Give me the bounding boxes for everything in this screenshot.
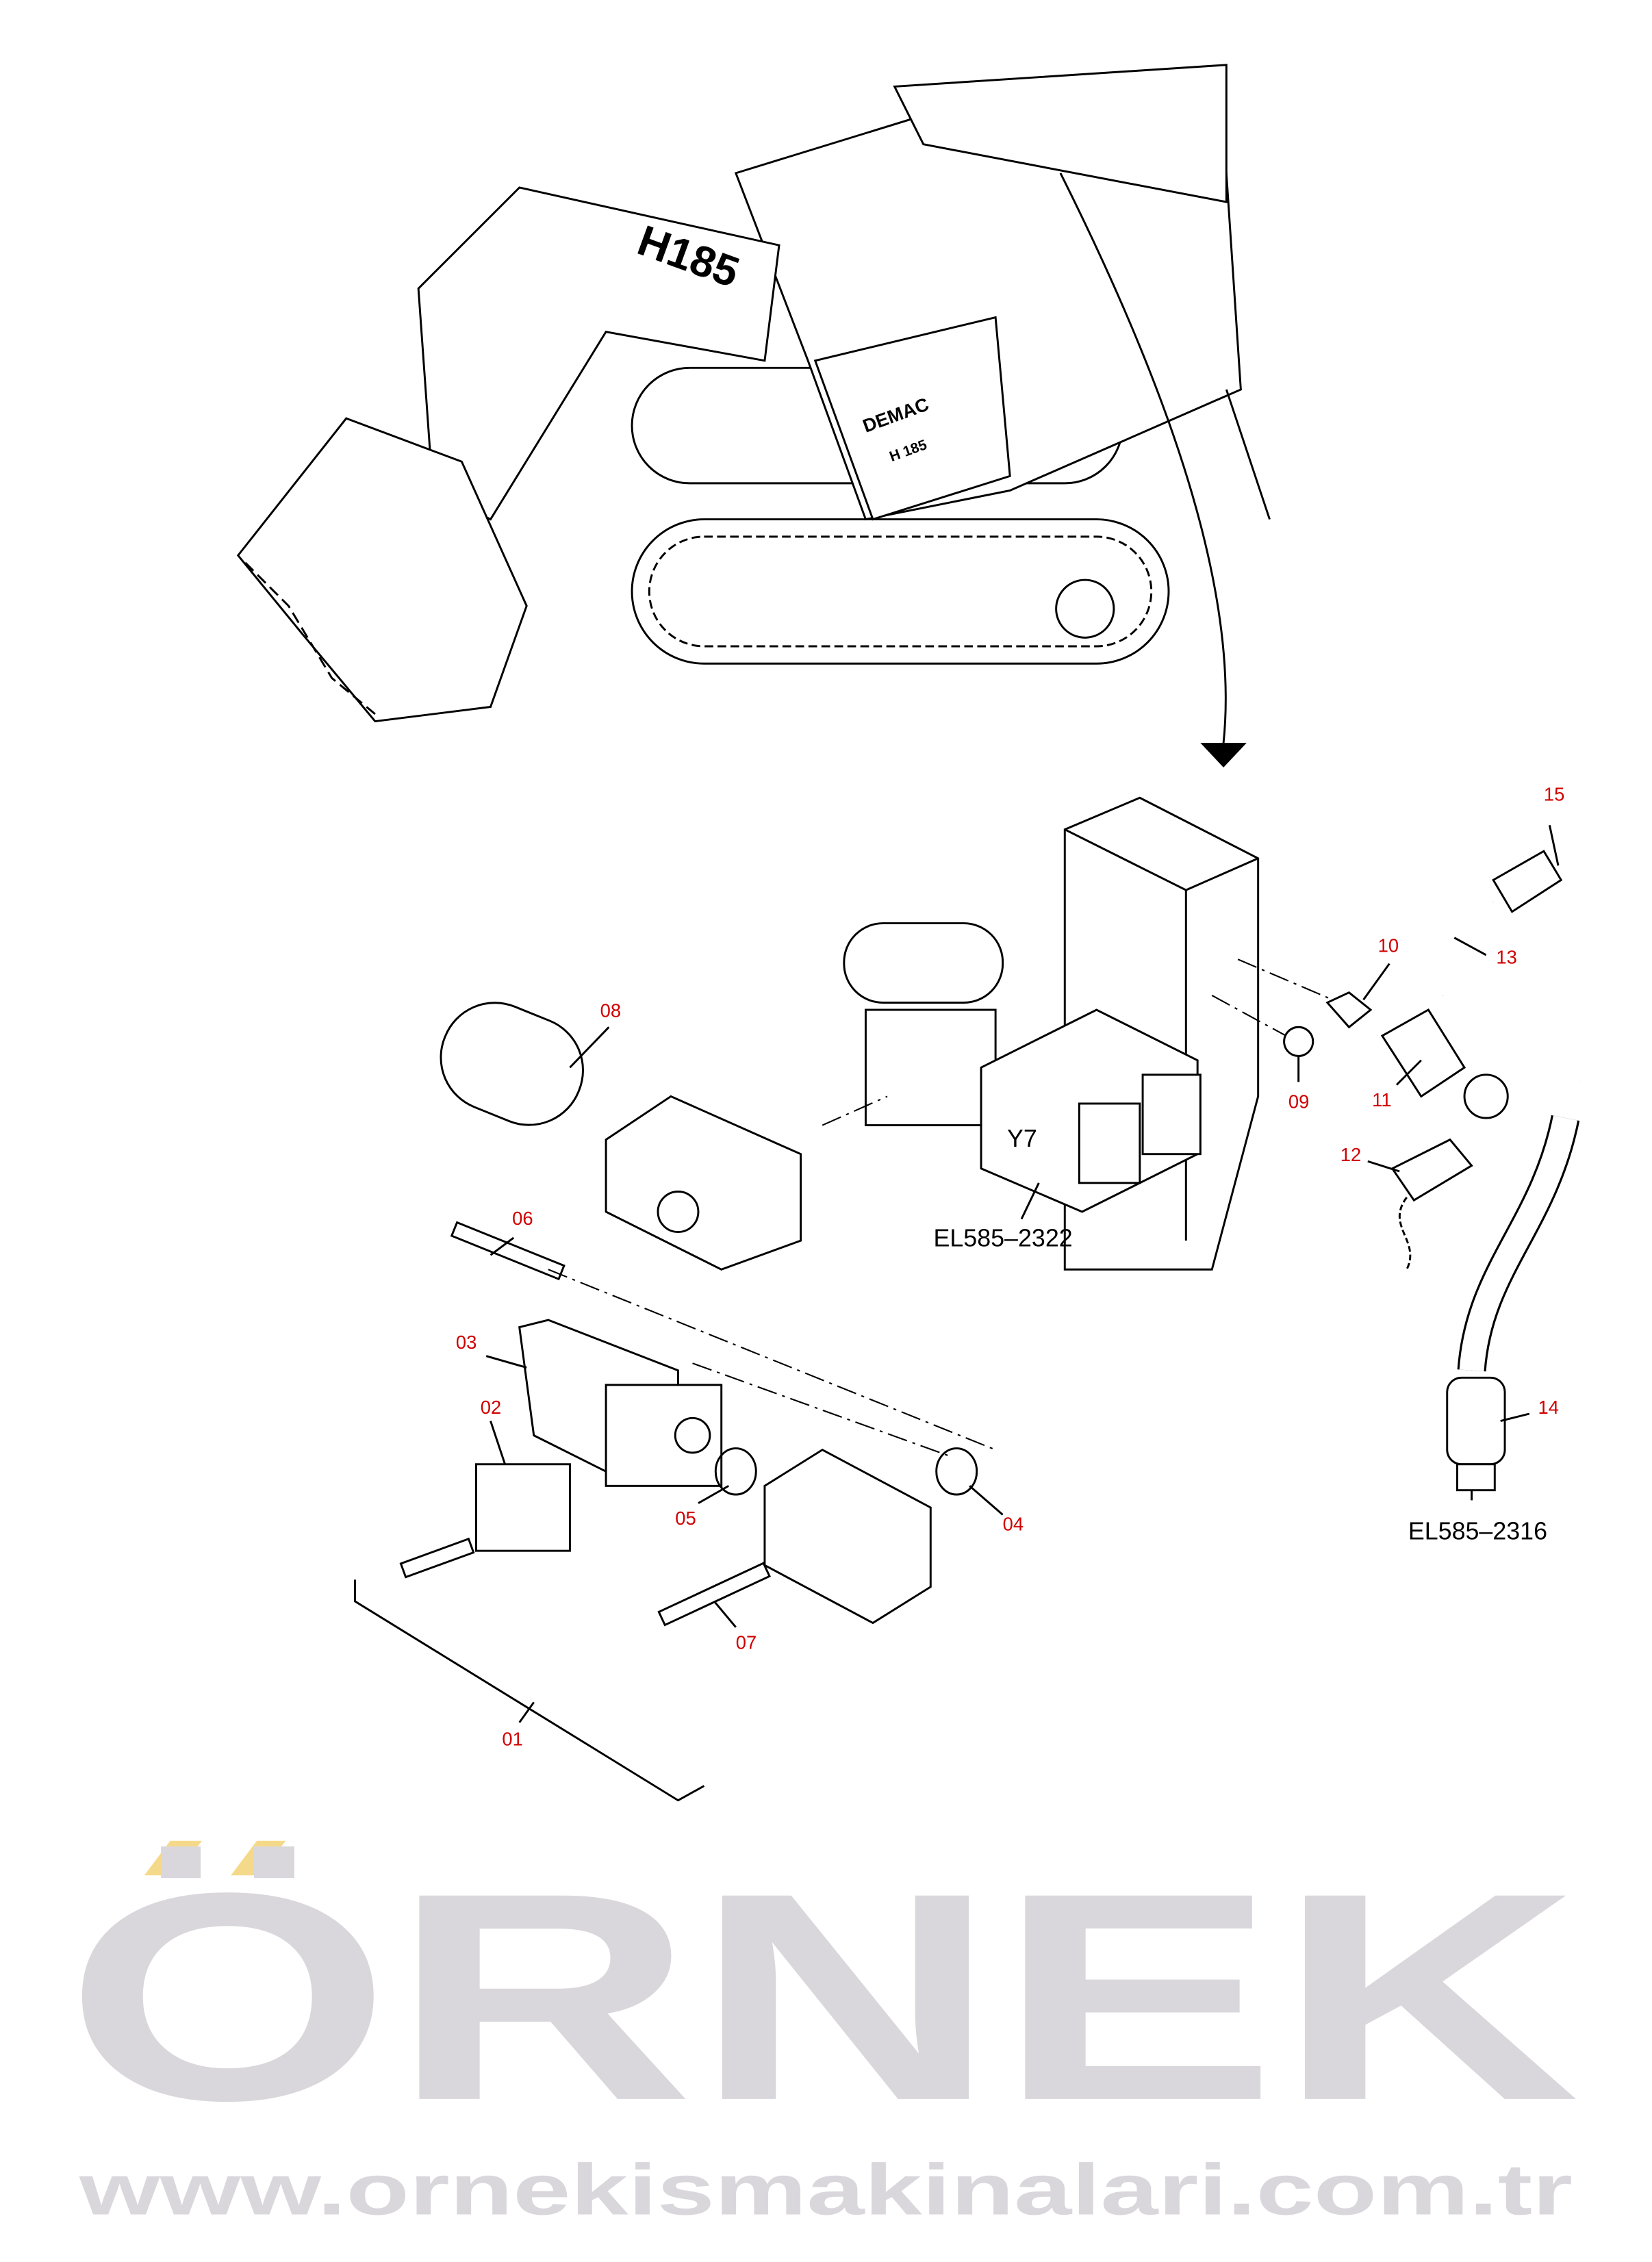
hose-fitting-14 bbox=[1446, 1376, 1506, 1466]
part-label-09: 09 bbox=[1288, 1091, 1309, 1112]
arrow-head-icon bbox=[1200, 743, 1247, 767]
watermark-url: www.ornekismakinalari.com.tr bbox=[78, 2150, 1573, 2230]
part-label-15: 15 bbox=[1544, 783, 1564, 804]
coupling-12 bbox=[1390, 1138, 1473, 1202]
part-08 bbox=[440, 1002, 584, 1126]
fitting-10 bbox=[1325, 991, 1373, 1029]
valve-marker-y7: Y7 bbox=[1007, 1125, 1037, 1152]
part-label-14: 14 bbox=[1538, 1397, 1559, 1418]
hose-fitting-13 bbox=[1492, 850, 1563, 913]
oring-04 bbox=[935, 1447, 978, 1496]
part-label-01: 01 bbox=[502, 1729, 522, 1750]
reference-valve-block: EL585–2322 bbox=[934, 1225, 1073, 1252]
pump-group bbox=[353, 1002, 996, 1802]
part-label-08: 08 bbox=[600, 1000, 621, 1021]
watermark-title: ÖRNEK bbox=[65, 1831, 1580, 2162]
reference-hose-assembly: EL585–2316 bbox=[1408, 1517, 1547, 1545]
adapter-block bbox=[605, 1095, 802, 1271]
leader-lines bbox=[485, 824, 1560, 1723]
watermark-accent-left bbox=[144, 1840, 203, 1876]
screw bbox=[399, 1537, 475, 1579]
solenoid bbox=[864, 1008, 997, 1127]
part-label-11: 11 bbox=[1372, 1089, 1391, 1110]
bolt-07 bbox=[657, 1562, 771, 1627]
part-label-03: 03 bbox=[456, 1332, 476, 1353]
part-labels: 01 02 03 04 05 06 07 08 09 10 11 12 13 1… bbox=[456, 783, 1564, 1749]
callout-arrow bbox=[1059, 173, 1227, 744]
hose-assembly bbox=[1432, 850, 1614, 1492]
watermark-accent-right bbox=[231, 1840, 286, 1876]
assembly-bracket-01 bbox=[353, 1579, 705, 1802]
solenoid-02 bbox=[474, 1463, 571, 1552]
part-label-04: 04 bbox=[1003, 1514, 1024, 1535]
oring-05 bbox=[714, 1447, 757, 1496]
part-label-13: 13 bbox=[1496, 947, 1516, 968]
part-label-10: 10 bbox=[1378, 935, 1399, 956]
part-label-06: 06 bbox=[512, 1208, 533, 1229]
valve-block-assembly: Y7 bbox=[822, 796, 1509, 1271]
excavator-illustration: H185 DEMAC H 185 bbox=[236, 64, 1271, 767]
lower-track bbox=[631, 518, 1170, 665]
railing bbox=[893, 64, 1228, 203]
cab-front bbox=[813, 316, 1011, 521]
part-label-05: 05 bbox=[675, 1508, 696, 1529]
bolt-06 bbox=[450, 1221, 566, 1281]
tee-fitting-11 bbox=[1380, 1008, 1466, 1098]
part-label-07: 07 bbox=[736, 1631, 757, 1653]
plug-09 bbox=[1283, 1026, 1314, 1057]
part-label-12: 12 bbox=[1340, 1144, 1361, 1165]
valve-block bbox=[763, 1448, 932, 1625]
part-label-02: 02 bbox=[481, 1397, 501, 1418]
watermark: ÖRNEK www.ornekismakinalari.com.tr bbox=[65, 1831, 1580, 2231]
